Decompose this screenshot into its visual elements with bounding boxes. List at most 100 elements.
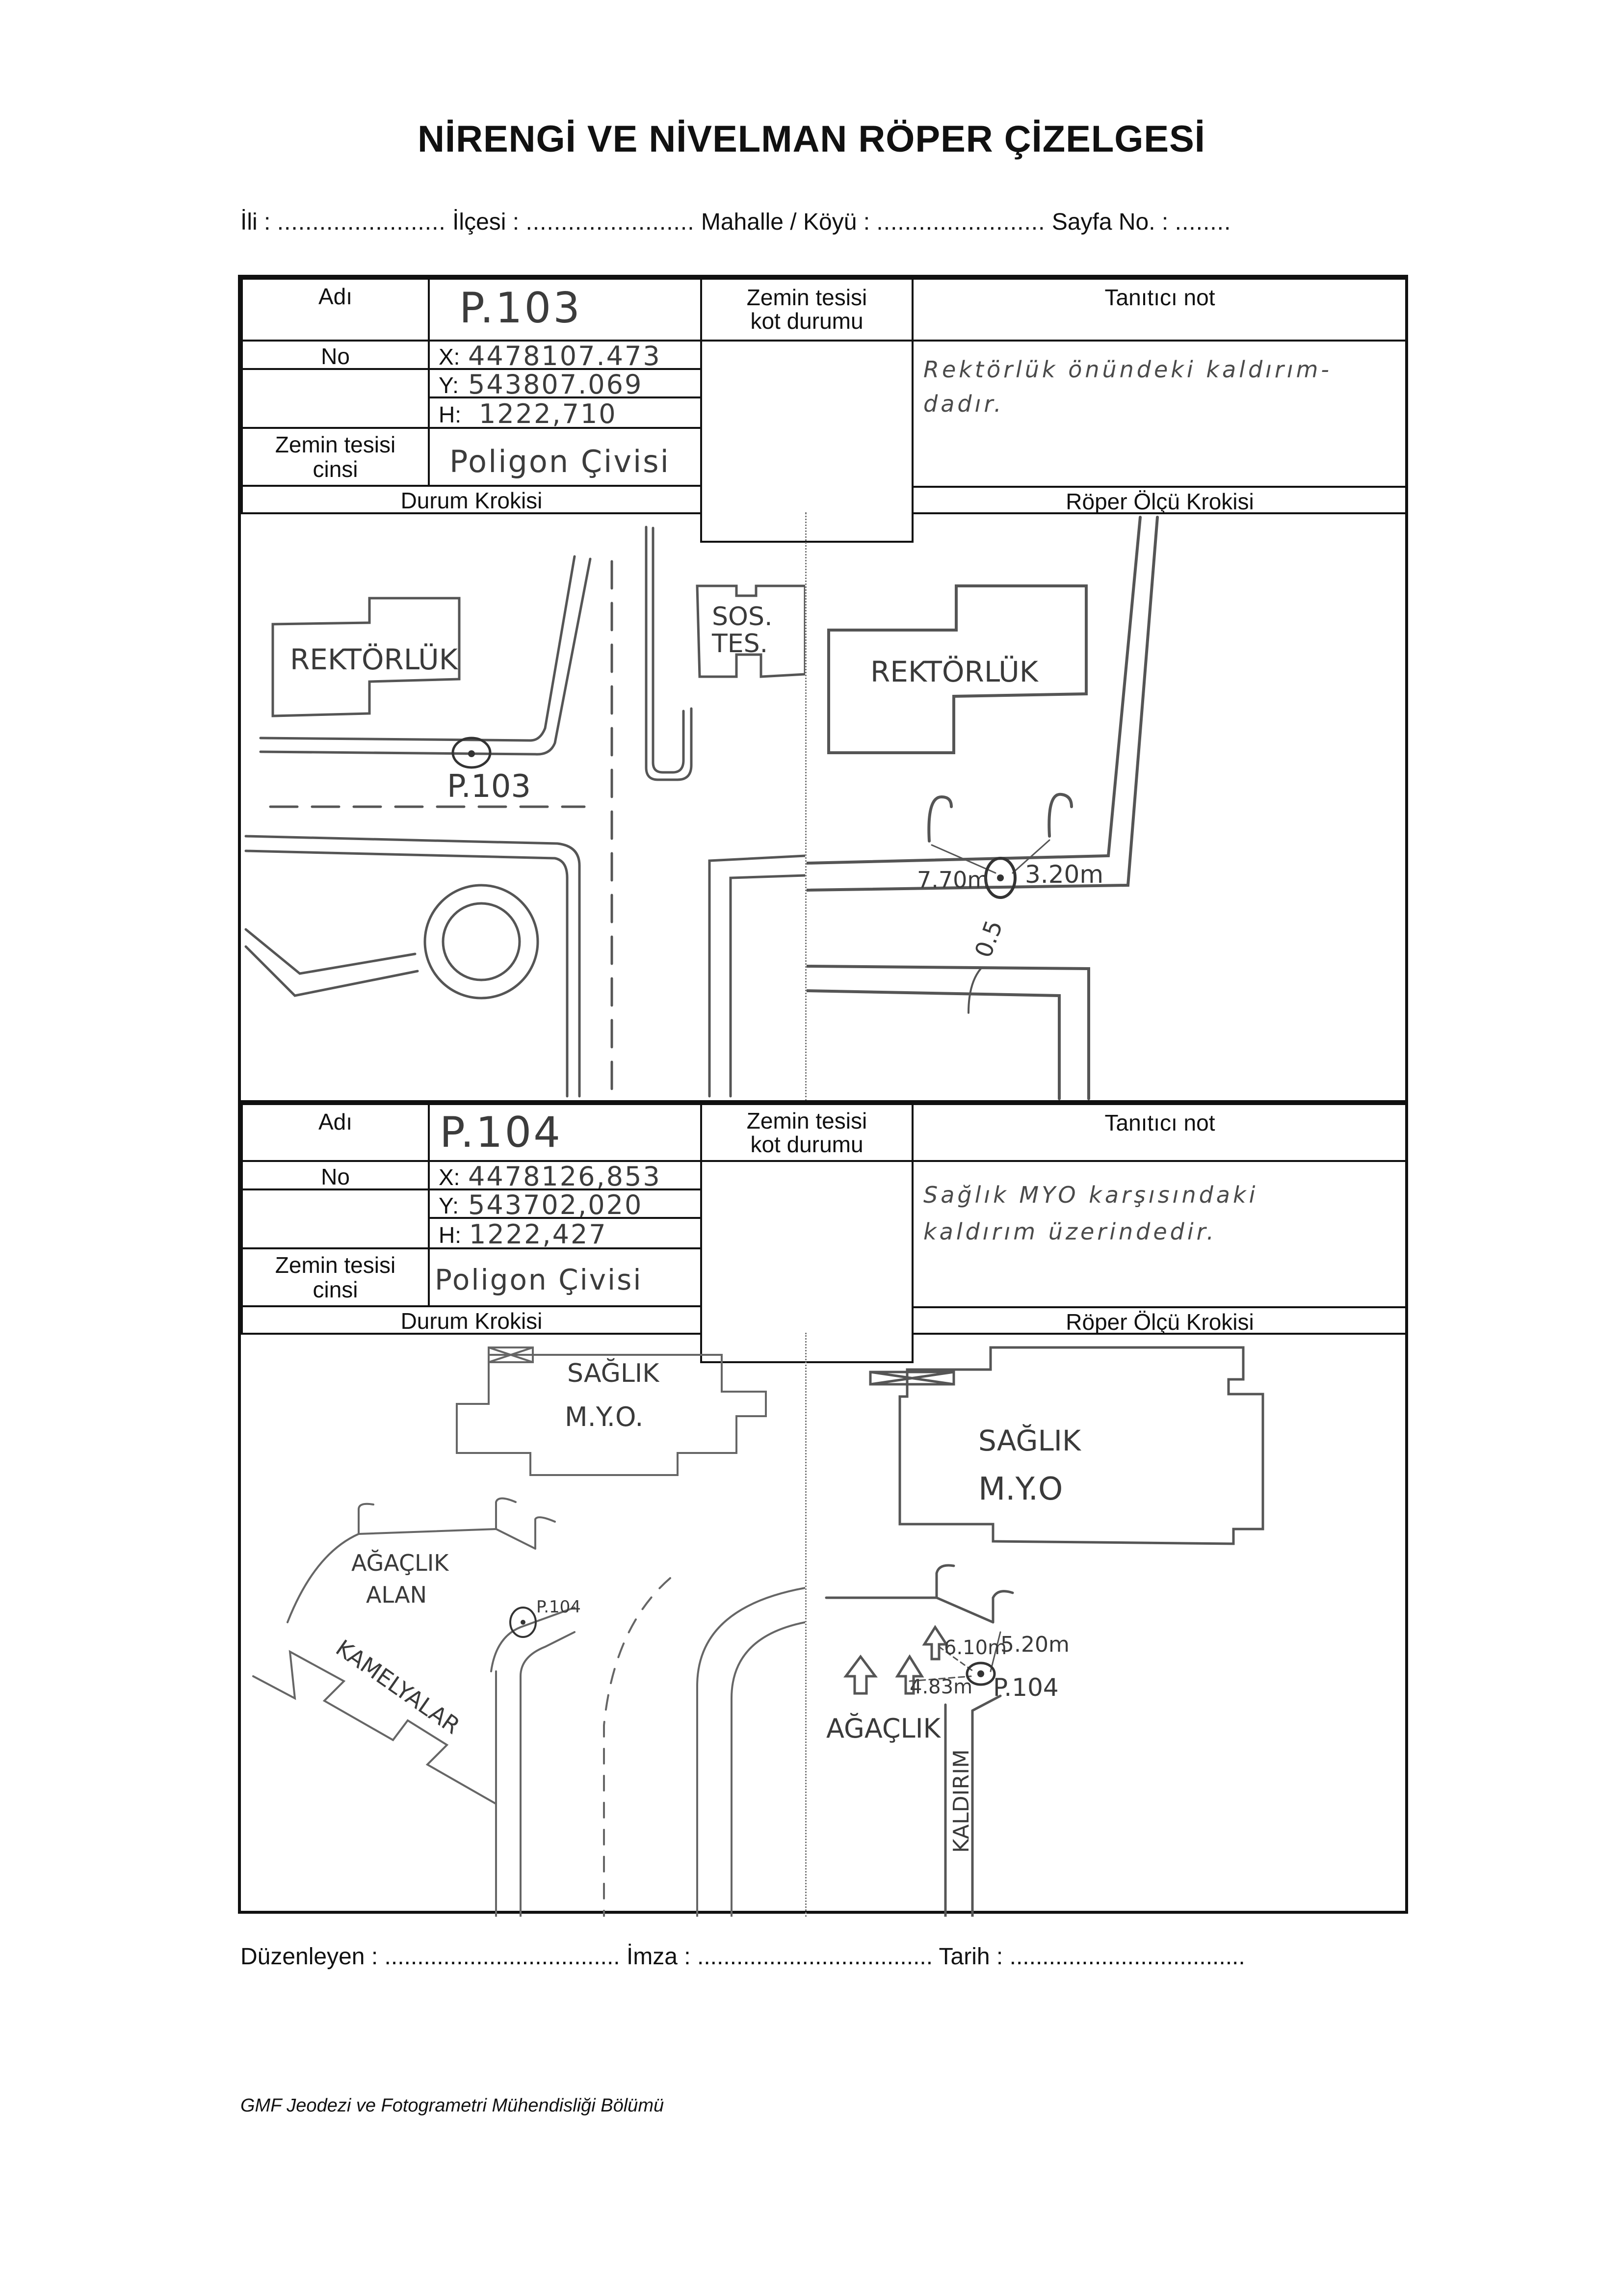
roper-krokisi-sketch: REKTÖRLÜK 7.70m 3.20m 0.5 xyxy=(805,512,1410,1101)
y-value: 543702,020 xyxy=(468,1189,643,1220)
durum-krokisi-header: Durum Krokisi xyxy=(241,1305,702,1335)
measure-line-2 xyxy=(990,1631,1001,1672)
tanitici-not-cell[interactable]: Sağlık MYO karşısındaki kaldırım üzerind… xyxy=(912,1160,1408,1308)
il-field[interactable]: ........................ xyxy=(277,209,446,235)
duzenleyen-field[interactable]: .................................... xyxy=(384,1944,620,1970)
header-fields: İli : ........................ İlçesi : … xyxy=(240,209,1231,236)
h-coord-cell[interactable]: H: 1222,710 xyxy=(428,396,702,429)
ilce-field[interactable]: ........................ xyxy=(525,209,695,235)
roper-krokisi-header: Röper Ölçü Krokisi xyxy=(912,486,1408,514)
roper-krokisi-label: Röper Ölçü Krokisi xyxy=(1066,1309,1254,1335)
reference-hook-right xyxy=(1047,792,1073,838)
adi-value-cell[interactable]: P.103 xyxy=(428,278,702,342)
sayfa-field[interactable]: ........ xyxy=(1175,209,1231,235)
saglik-myo-hatched-area xyxy=(488,1346,534,1363)
roundabout-inner xyxy=(442,902,521,981)
sidewalk-corner xyxy=(971,1694,1002,1712)
tanitici-not-line-2: dadır. xyxy=(923,391,1004,417)
adi-value-cell[interactable]: P.104 xyxy=(428,1103,702,1162)
saglik-myo-building-outline xyxy=(456,1354,767,1476)
saglik-myo-hatched-area xyxy=(869,1371,955,1386)
y-coord-cell[interactable]: Y: 543702,020 xyxy=(428,1188,702,1220)
roundabout-road-inner xyxy=(244,849,569,1098)
measure-line-3 xyxy=(909,1675,972,1682)
saglik-myo-building-outline xyxy=(898,1346,1264,1545)
road-edge-east xyxy=(696,1587,805,1917)
zemin-cinsi-value-cell[interactable]: Poligon Çivisi xyxy=(428,427,702,487)
road-edge-south xyxy=(259,557,592,756)
x-value: 4478107.473 xyxy=(468,341,661,371)
zemin-cinsi-value-cell[interactable]: Poligon Çivisi xyxy=(428,1247,702,1307)
signature-row: Düzenleyen : ...........................… xyxy=(240,1943,1245,1970)
imza-field[interactable]: .................................... xyxy=(697,1944,933,1970)
roper-krokisi-label: Röper Ölçü Krokisi xyxy=(1066,489,1254,514)
no-label-cell: No xyxy=(241,340,430,370)
adi-label-cell: Adı xyxy=(241,278,430,342)
rektorluk-building-outline xyxy=(271,597,461,717)
zemin-cinsi-value: Poligon Çivisi xyxy=(449,444,670,479)
road-edge-southeast-inner xyxy=(729,874,805,1098)
durum-krokisi-sketch: SAĞLIK M.Y.O. AĞAÇLIK ALAN KAMELYALAR P.… xyxy=(241,1333,805,1917)
road-edge-southeast xyxy=(708,854,805,1098)
p103-marker-circle xyxy=(984,857,1017,899)
ilce-label: İlçesi : xyxy=(452,209,520,235)
roper-krokisi-sketch: SAĞLIK M.Y.O 6.10m 5.20m 4.83m P.104 AĞA… xyxy=(805,1333,1410,1917)
h-label: H: xyxy=(439,1222,461,1248)
measure-line-down xyxy=(968,968,982,1014)
durum-krokisi-header: Durum Krokisi xyxy=(241,485,702,514)
y-value: 543807.069 xyxy=(468,369,643,400)
y-label: Y: xyxy=(439,1193,459,1218)
x-label: X: xyxy=(439,1164,460,1190)
reference-hook-2 xyxy=(495,1497,517,1530)
measure-line-1 xyxy=(938,1646,974,1672)
path-edge-north xyxy=(490,1607,576,1672)
tanitici-not-line-2: kaldırım üzerindedir. xyxy=(923,1218,1217,1245)
reference-hook-1 xyxy=(358,1503,374,1535)
no-blank-cell xyxy=(241,368,430,429)
duzenleyen-label: Düzenleyen : xyxy=(240,1944,378,1970)
kot-durumu-label-1: Zemin tesisi xyxy=(746,1108,867,1134)
x-coord-cell[interactable]: X: 4478107.473 xyxy=(428,340,702,371)
tanitici-not-cell[interactable]: Rektörlük önündeki kaldırım- dadır. xyxy=(912,340,1408,488)
durum-krokisi-label: Durum Krokisi xyxy=(400,488,543,513)
mahalle-label: Mahalle / Köyü : xyxy=(701,209,870,235)
roper-sheet: Adı P.103 Zemin tesisi kot durumu Tanıtı… xyxy=(238,275,1410,1917)
rektorluk-building-outline xyxy=(827,584,1088,754)
x-value: 4478126,853 xyxy=(468,1161,661,1192)
road-edge-north xyxy=(259,555,576,742)
p104-marker-dot xyxy=(521,1620,525,1625)
zemin-cinsi-label-1: Zemin tesisi xyxy=(275,432,396,457)
no-label: No xyxy=(321,343,350,369)
tarih-field[interactable]: .................................... xyxy=(1009,1944,1245,1970)
x-coord-cell[interactable]: X: 4478126,853 xyxy=(428,1160,702,1192)
h-coord-cell[interactable]: H: 1222,427 xyxy=(428,1217,702,1250)
x-label: X: xyxy=(439,344,460,369)
adi-label: Adı xyxy=(318,1109,353,1135)
y-coord-cell[interactable]: Y: 543807.069 xyxy=(428,368,702,400)
no-label-cell: No xyxy=(241,1160,430,1190)
h-label: H: xyxy=(439,402,461,427)
road-edge-east-inner xyxy=(731,1621,805,1917)
tarih-label: Tarih : xyxy=(939,1944,1003,1970)
tree-icon-3 xyxy=(922,1625,949,1661)
point-block-2: Adı P.104 Zemin tesisi kot durumu Tanıtı… xyxy=(241,1100,1408,1918)
durum-krokisi-sketch: REKTÖRLÜK SOS. TES. P.103 xyxy=(241,512,805,1101)
zemin-cinsi-value: Poligon Çivisi xyxy=(435,1263,643,1296)
page-title: NİRENGİ VE NİVELMAN RÖPER ÇİZELGESİ xyxy=(418,118,1205,160)
path-edge-north xyxy=(825,1596,995,1624)
tree-icon-1 xyxy=(843,1654,878,1695)
department-name: GMF Jeodezi ve Fotogrametri Mühendisliği… xyxy=(240,2095,664,2116)
road-edge-east-inner xyxy=(652,527,685,774)
adi-value: P.103 xyxy=(459,284,582,333)
road-edge-east xyxy=(645,526,693,781)
mahalle-field[interactable]: ........................ xyxy=(876,209,1046,235)
road-centerline xyxy=(603,1577,671,1917)
path-left-north xyxy=(244,928,417,975)
tanitici-not-line-1: Rektörlük önündeki kaldırım- xyxy=(923,356,1333,383)
no-blank-cell xyxy=(241,1188,430,1249)
tanitici-not-label: Tanıtıcı not xyxy=(1104,285,1215,310)
reference-hook-1 xyxy=(935,1564,955,1599)
adi-label: Adı xyxy=(318,284,353,309)
h-value: 1222,427 xyxy=(469,1219,607,1250)
reference-hook-2 xyxy=(992,1590,1014,1624)
